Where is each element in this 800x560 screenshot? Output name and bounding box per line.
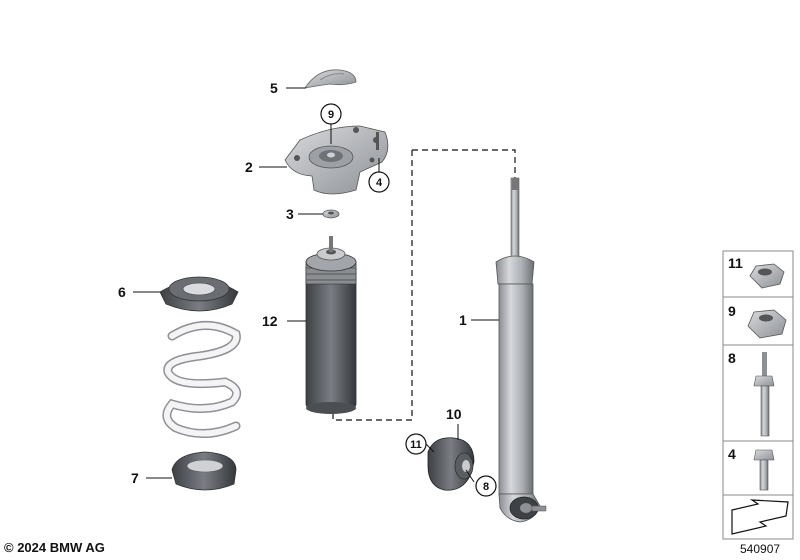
label-1: 1 — [459, 312, 467, 328]
part-12-protective-tube[interactable] — [305, 236, 357, 414]
label-7: 7 — [131, 470, 139, 486]
label-12: 12 — [262, 313, 278, 329]
bolt-8-icon — [753, 352, 775, 437]
label-3: 3 — [286, 206, 294, 222]
side-label-9: 9 — [728, 303, 736, 319]
arrow-icon — [731, 499, 789, 535]
part-2-top-mount[interactable] — [284, 125, 389, 195]
hex-nut-9-icon — [747, 309, 787, 339]
svg-text:4: 4 — [376, 177, 383, 189]
assembly-dashed-line — [332, 149, 516, 421]
svg-text:9: 9 — [328, 109, 334, 121]
part-10-bushing[interactable] — [427, 437, 475, 491]
hardware-side-panel — [722, 250, 794, 540]
side-label-11: 11 — [728, 255, 743, 271]
part-3-washer[interactable] — [322, 209, 340, 219]
circled-label-8: 8 — [475, 475, 497, 497]
circled-label-4: 4 — [368, 171, 390, 193]
bolt-4-icon — [753, 449, 775, 491]
label-5: 5 — [270, 80, 278, 96]
label-10: 10 — [446, 406, 462, 422]
part-5-cap[interactable] — [304, 69, 357, 89]
side-label-4: 4 — [728, 446, 736, 462]
svg-text:8: 8 — [483, 481, 489, 493]
leader-lines — [133, 87, 499, 483]
hex-nut-11-icon — [749, 263, 785, 289]
coil-spring[interactable] — [162, 321, 242, 438]
circled-label-9: 9 — [320, 103, 342, 125]
part-6-upper-spring-pad[interactable] — [159, 276, 239, 312]
part-7-lower-spring-pad[interactable] — [171, 451, 237, 491]
side-label-8: 8 — [728, 350, 736, 366]
part-1-shock-absorber[interactable] — [495, 177, 547, 523]
label-6: 6 — [118, 284, 126, 300]
circled-label-11: 11 — [405, 433, 427, 455]
diagram-id: 540907 — [740, 542, 781, 556]
svg-text:11: 11 — [410, 439, 422, 451]
label-2: 2 — [245, 159, 253, 175]
copyright-text: © 2024 BMW AG — [4, 540, 105, 555]
